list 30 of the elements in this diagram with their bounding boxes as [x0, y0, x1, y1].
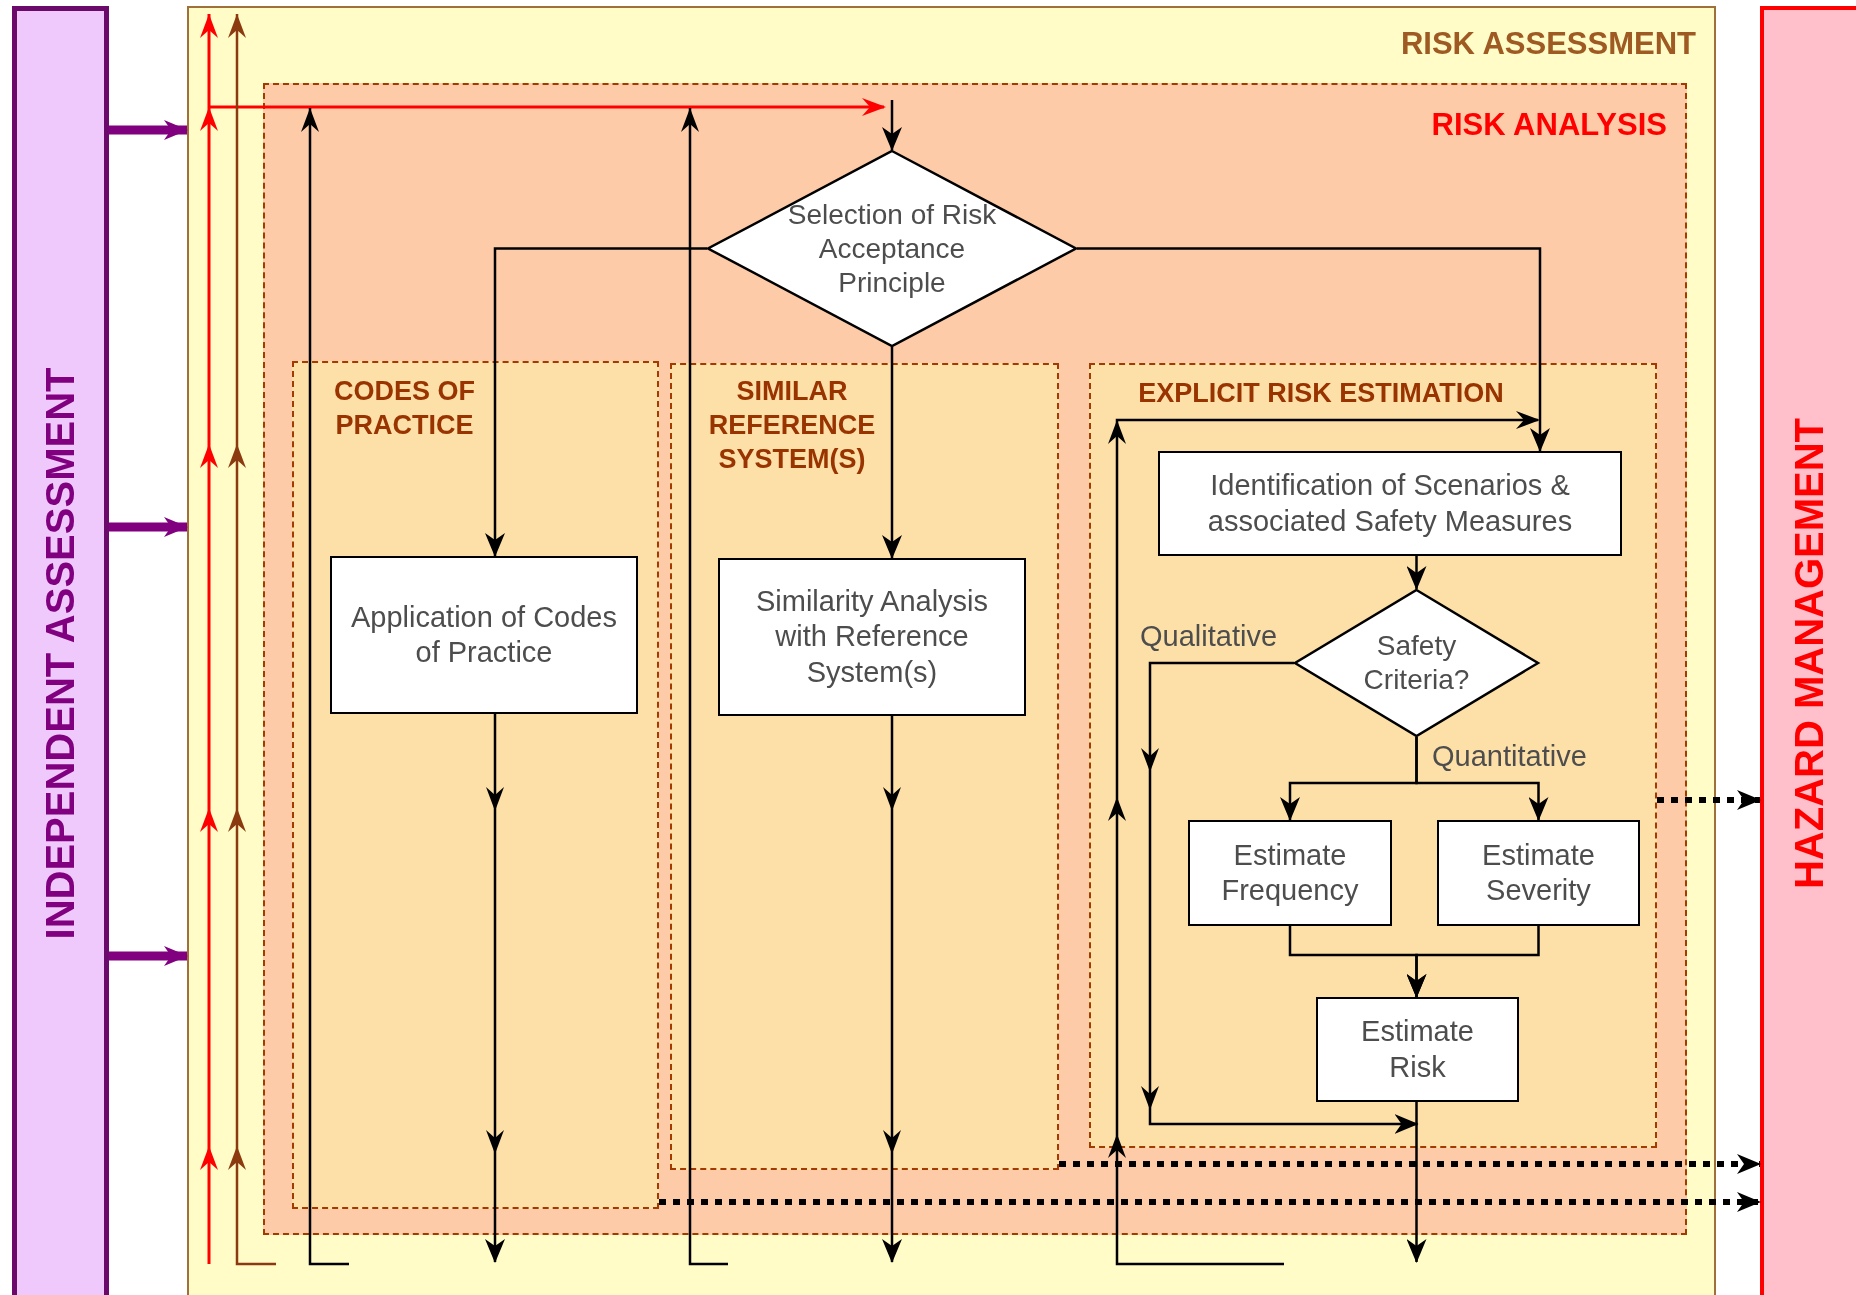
decision-text: Selection of Risk Acceptance Principle [786, 197, 998, 300]
process-box [1188, 820, 1392, 926]
group-panel [670, 363, 1059, 1170]
process-text: Similarity Analysis with Reference System(s) [754, 583, 990, 690]
edge-label: Quantitative [1432, 740, 1587, 773]
process-box [1158, 451, 1622, 556]
group-title: EXPLICIT RISK ESTIMATION [1137, 377, 1505, 410]
process-box [1437, 820, 1640, 926]
process-text: Application of Codes of Practice [350, 599, 618, 670]
group-title: CODES OF PRACTICE [333, 375, 476, 442]
process-text: Identification of Scenarios & associated Safety Measures [1206, 468, 1574, 539]
process-box [1316, 997, 1519, 1102]
panel-title: HAZARD MANAGEMENT [1787, 417, 1833, 890]
side-panel [12, 6, 109, 1295]
process-text: Estimate Frequency [1220, 837, 1360, 908]
panel-title: INDEPENDENT ASSESSMENT [38, 367, 83, 940]
region-title: RISK ASSESSMENT [1400, 26, 1696, 62]
group-title: SIMILAR REFERENCE SYSTEM(S) [707, 375, 877, 476]
process-text: Estimate Severity [1481, 837, 1596, 908]
region-panel [187, 6, 1716, 1295]
process-box [718, 558, 1026, 716]
process-text: Estimate Risk [1360, 1014, 1475, 1085]
edge-label: Qualitative [1140, 620, 1277, 653]
process-box [330, 556, 638, 714]
side-panel [1760, 6, 1856, 1295]
group-panel [1089, 363, 1657, 1148]
region-panel [263, 83, 1687, 1235]
group-panel [292, 361, 659, 1209]
region-title: RISK ANALYSIS [1431, 107, 1667, 143]
decision-text: Safety Criteria? [1362, 628, 1471, 697]
